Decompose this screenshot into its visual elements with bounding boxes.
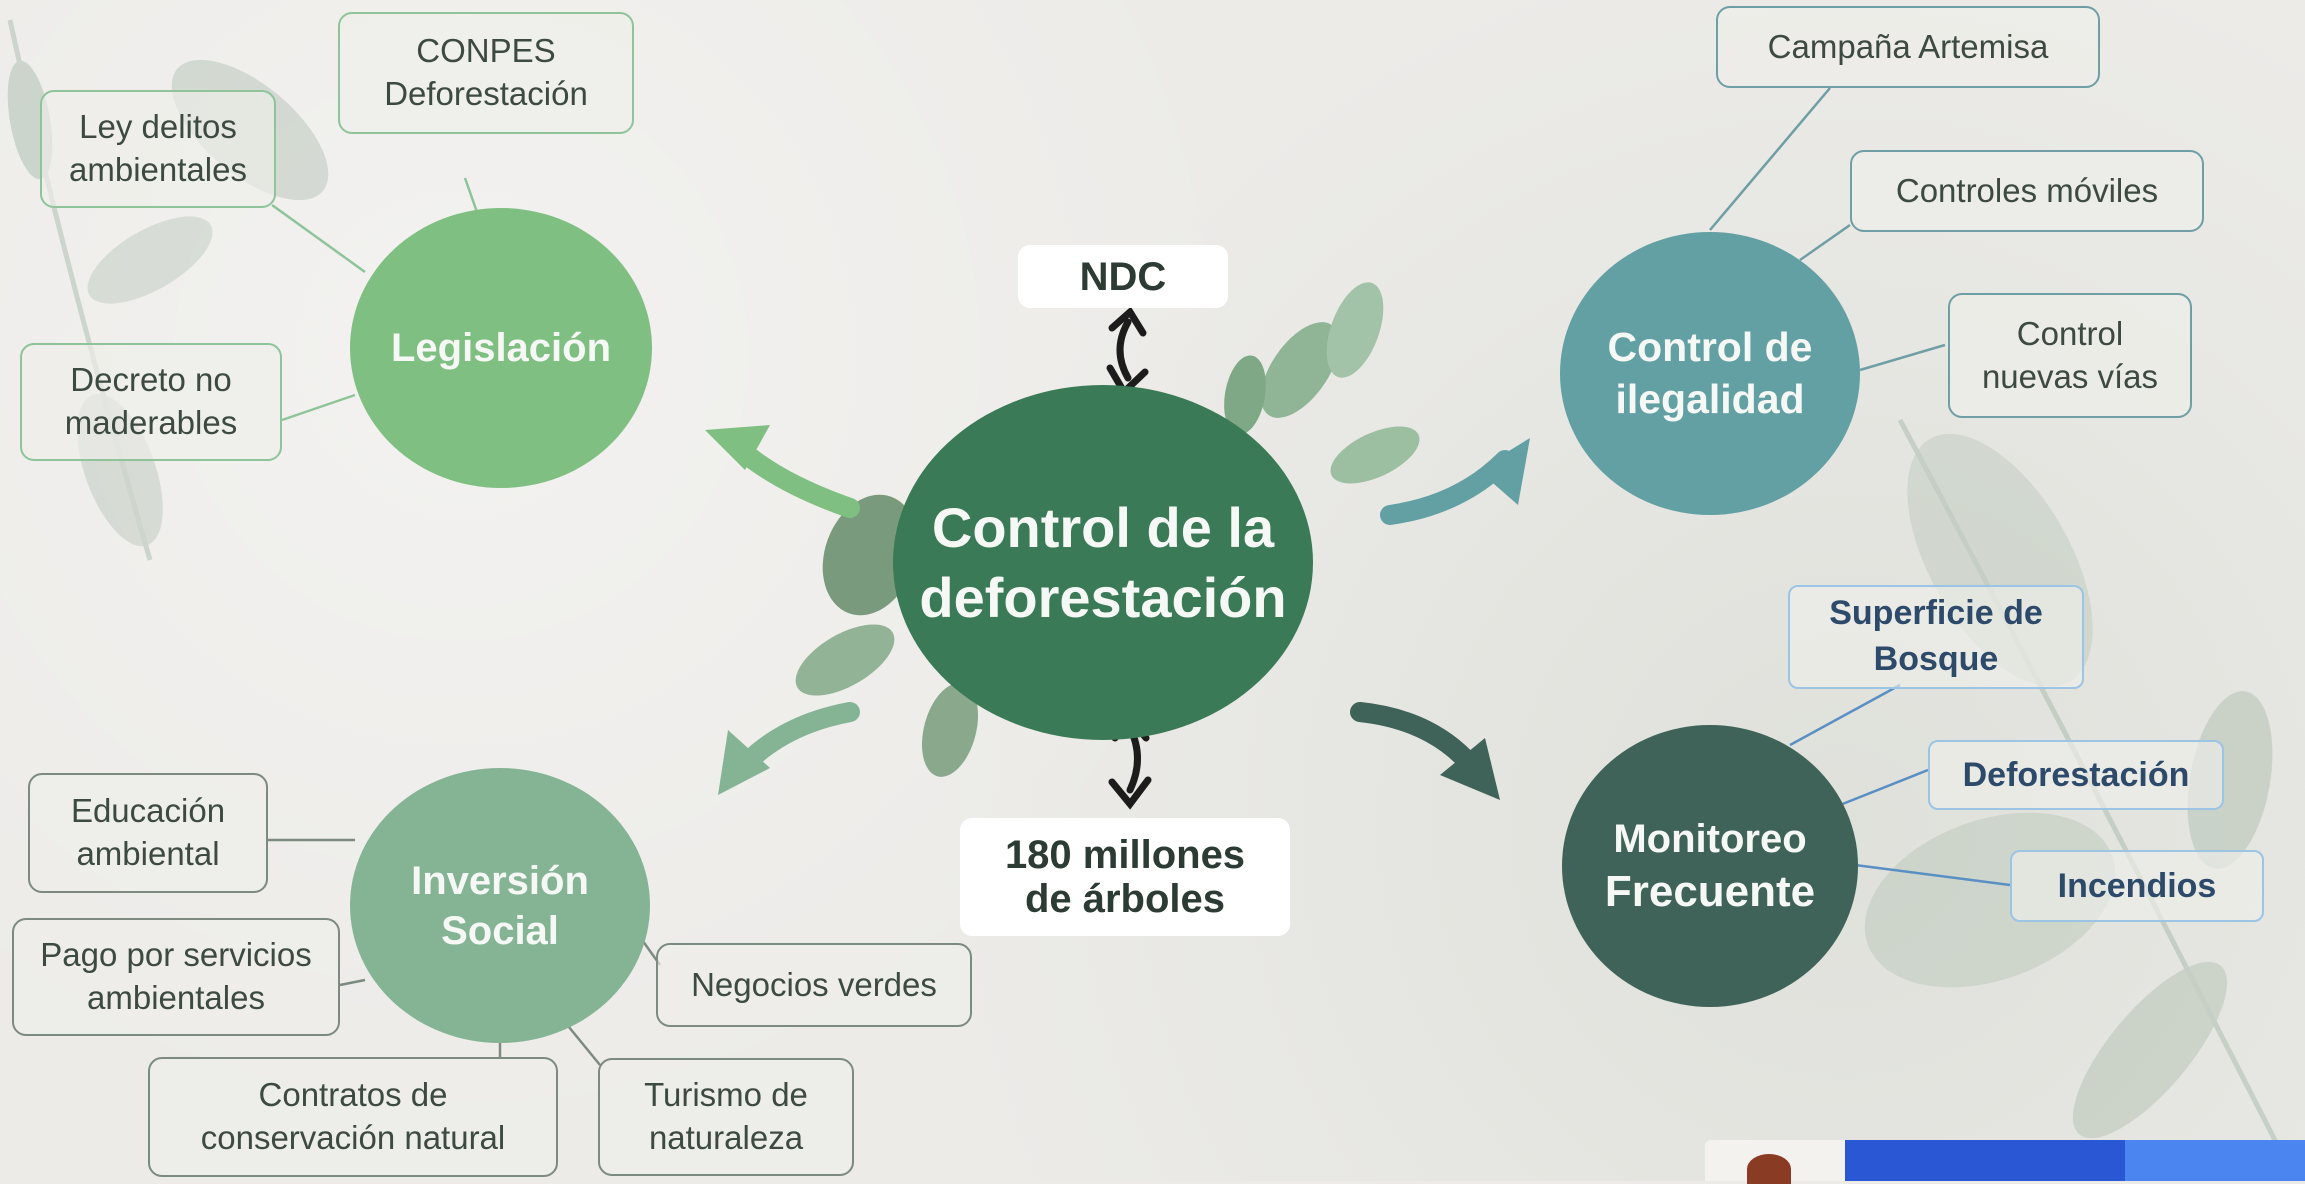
monitoreo-item-deforestacion: Deforestación	[1928, 740, 2224, 810]
brand-bar-dark	[1845, 1140, 2125, 1181]
ilegalidad-circle: Control de ilegalidad	[1560, 232, 1860, 515]
inversion-circle: Inversión Social	[350, 768, 650, 1043]
brand-bar-light	[2125, 1140, 2305, 1181]
center-title-line1: Control de la	[931, 495, 1275, 559]
monitoreo-circle: Monitoreo Frecuente	[1562, 725, 1858, 1007]
inversion-title-line1: Inversión	[411, 858, 589, 903]
ilegalidad-title-line1: Control de	[1607, 324, 1813, 371]
inversion-title-line2: Social	[441, 908, 559, 953]
monitoreo-title-line2: Frecuente	[1604, 866, 1816, 916]
ndc-label: NDC	[1018, 245, 1228, 308]
arrow-to-monitoreo	[1350, 702, 1500, 800]
legislacion-title: Legislación	[390, 326, 612, 370]
monitoreo-title-line1: Monitoreo	[1613, 816, 1807, 861]
inversion-item-negocios: Negocios verdes	[656, 943, 972, 1027]
double-arrow-ndc	[1106, 306, 1149, 398]
emblem-icon	[1747, 1154, 1791, 1184]
arrow-to-ilegalidad	[1380, 438, 1530, 525]
ilegalidad-item-moviles: Controles móviles	[1850, 150, 2204, 232]
ilegalidad-item-artemisa: Campaña Artemisa	[1716, 6, 2100, 88]
arrow-to-legislacion	[705, 425, 860, 518]
arrow-to-inversion	[718, 702, 860, 795]
logo-emblem	[1705, 1140, 1845, 1184]
arboles-line1: 180 millones	[1004, 833, 1246, 877]
center-title-line2: deforestación	[919, 565, 1287, 629]
ilegalidad-title-line2: ilegalidad	[1615, 375, 1805, 422]
center-circle: Control de la deforestación	[893, 385, 1313, 740]
monitoreo-item-incendios: Incendios	[2010, 850, 2264, 922]
arboles-label: 180 millones de árboles	[960, 818, 1290, 936]
legislacion-circle: Legislación	[350, 208, 652, 488]
arboles-line2: de árboles	[1024, 877, 1226, 921]
center-leaves	[795, 282, 1420, 777]
